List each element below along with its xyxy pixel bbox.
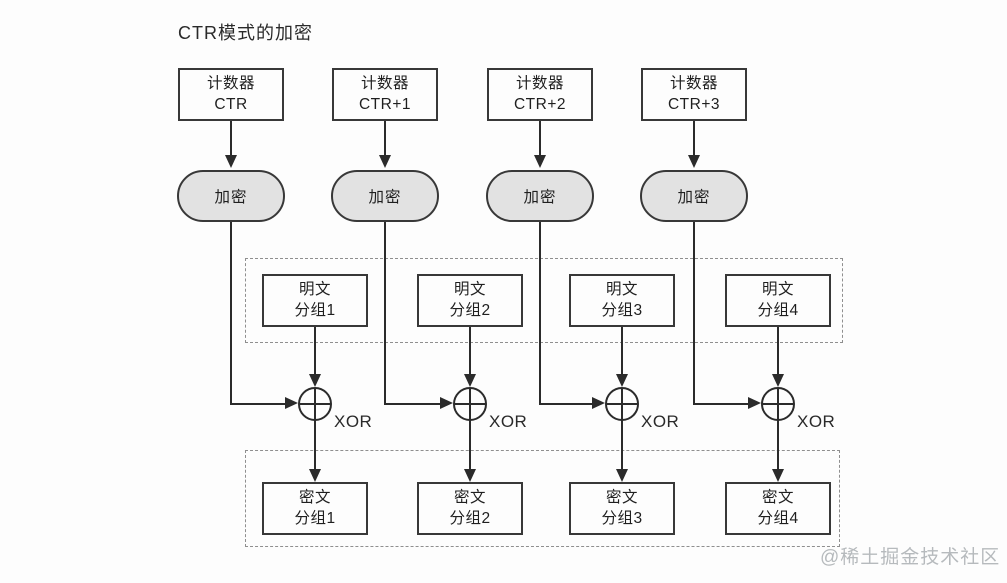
arrowhead-down-icon [771, 469, 784, 482]
encrypt-label: 加密 [214, 189, 248, 206]
xor-to-ciphertext-line [776, 420, 780, 470]
encrypt-to-xor-line [383, 220, 387, 405]
plaintext-label-line2: 分组1 [294, 301, 336, 319]
arrowhead-right-icon [440, 397, 453, 410]
plaintext-label-line1: 明文 [761, 281, 794, 299]
xor-gate-icon [453, 387, 487, 421]
encrypt-label: 加密 [368, 189, 402, 206]
encrypt-to-xor-line [692, 220, 696, 405]
xor-gate-icon [298, 387, 332, 421]
plaintext-label-line1: 明文 [298, 281, 331, 299]
plaintext-box: 明文 分组3 [569, 274, 675, 327]
encrypt-to-xor-elbow-line [692, 402, 750, 405]
ciphertext-blocks-region [245, 450, 840, 547]
encrypt-to-xor-elbow-line [383, 402, 442, 405]
arrowhead-right-icon [285, 397, 298, 410]
counter-box: 计数器 CTR+1 [332, 68, 438, 121]
arrowhead-right-icon [592, 397, 605, 410]
counter-box: 计数器 CTR+2 [487, 68, 593, 121]
counter-box: 计数器 CTR+3 [641, 68, 747, 121]
encrypt-pill: 加密 [640, 170, 748, 222]
counter-box: 计数器 CTR [178, 68, 284, 121]
plaintext-box: 明文 分组2 [417, 274, 523, 327]
counter-to-encrypt-line [692, 121, 696, 155]
arrowhead-down-icon [308, 374, 321, 387]
ciphertext-label-line1: 密文 [761, 489, 794, 507]
encrypt-pill: 加密 [177, 170, 285, 222]
arrowhead-down-icon [308, 469, 321, 482]
arrowhead-down-icon [771, 374, 784, 387]
counter-label-line2: CTR+3 [667, 95, 721, 113]
encrypt-label: 加密 [677, 189, 711, 206]
encrypt-to-xor-elbow-line [229, 402, 287, 405]
plaintext-label-line2: 分组2 [449, 301, 491, 319]
xor-gate-icon [761, 387, 795, 421]
ciphertext-box: 密文 分组3 [569, 482, 675, 535]
encrypt-to-xor-line [229, 220, 233, 405]
encrypt-pill: 加密 [486, 170, 594, 222]
xor-to-ciphertext-line [620, 420, 624, 470]
arrowhead-down-icon [224, 155, 237, 168]
encrypt-label: 加密 [523, 189, 557, 206]
arrowhead-down-icon [463, 469, 476, 482]
xor-label: XOR [489, 412, 528, 431]
ciphertext-label-line1: 密文 [605, 489, 638, 507]
xor-cross-vertical [313, 389, 317, 419]
plaintext-box: 明文 分组4 [725, 274, 831, 327]
encrypt-pill: 加密 [331, 170, 439, 222]
xor-to-ciphertext-line [313, 420, 317, 470]
plaintext-label-line2: 分组3 [601, 301, 643, 319]
xor-cross-vertical [620, 389, 624, 419]
xor-to-ciphertext-line [468, 420, 472, 470]
watermark: @稀土掘金技术社区 [820, 547, 1001, 568]
counter-label-line1: 计数器 [360, 75, 409, 93]
encrypt-to-xor-line [538, 220, 542, 405]
ciphertext-box: 密文 分组1 [262, 482, 368, 535]
arrowhead-down-icon [533, 155, 546, 168]
counter-to-encrypt-line [538, 121, 542, 155]
counter-label-line1: 计数器 [206, 75, 255, 93]
xor-label: XOR [334, 412, 373, 431]
ciphertext-box: 密文 分组2 [417, 482, 523, 535]
xor-cross-vertical [468, 389, 472, 419]
plaintext-box: 明文 分组1 [262, 274, 368, 327]
plaintext-blocks-region [245, 258, 843, 343]
counter-label-line1: 计数器 [515, 75, 564, 93]
xor-cross-vertical [776, 389, 780, 419]
plaintext-to-xor-line [313, 326, 317, 375]
ciphertext-label-line1: 密文 [298, 489, 331, 507]
diagram-title: CTR模式的加密 [178, 23, 313, 43]
counter-label-line2: CTR [214, 95, 248, 113]
arrowhead-down-icon [463, 374, 476, 387]
plaintext-to-xor-line [776, 326, 780, 375]
counter-label-line1: 计数器 [669, 75, 718, 93]
ciphertext-label-line2: 分组4 [757, 509, 799, 527]
arrowhead-down-icon [687, 155, 700, 168]
counter-label-line2: CTR+1 [358, 95, 412, 113]
encrypt-to-xor-elbow-line [538, 402, 594, 405]
xor-label: XOR [797, 412, 836, 431]
counter-to-encrypt-line [229, 121, 233, 155]
arrowhead-down-icon [615, 374, 628, 387]
counter-label-line2: CTR+2 [513, 95, 567, 113]
xor-gate-icon [605, 387, 639, 421]
ciphertext-label-line2: 分组1 [294, 509, 336, 527]
ciphertext-box: 密文 分组4 [725, 482, 831, 535]
arrowhead-down-icon [615, 469, 628, 482]
plaintext-label-line1: 明文 [605, 281, 638, 299]
xor-label: XOR [641, 412, 680, 431]
plaintext-label-line2: 分组4 [757, 301, 799, 319]
plaintext-to-xor-line [468, 326, 472, 375]
ciphertext-label-line2: 分组3 [601, 509, 643, 527]
plaintext-to-xor-line [620, 326, 624, 375]
arrowhead-down-icon [378, 155, 391, 168]
ciphertext-label-line1: 密文 [453, 489, 486, 507]
arrowhead-right-icon [748, 397, 761, 410]
counter-to-encrypt-line [383, 121, 387, 155]
ciphertext-label-line2: 分组2 [449, 509, 491, 527]
plaintext-label-line1: 明文 [453, 281, 486, 299]
